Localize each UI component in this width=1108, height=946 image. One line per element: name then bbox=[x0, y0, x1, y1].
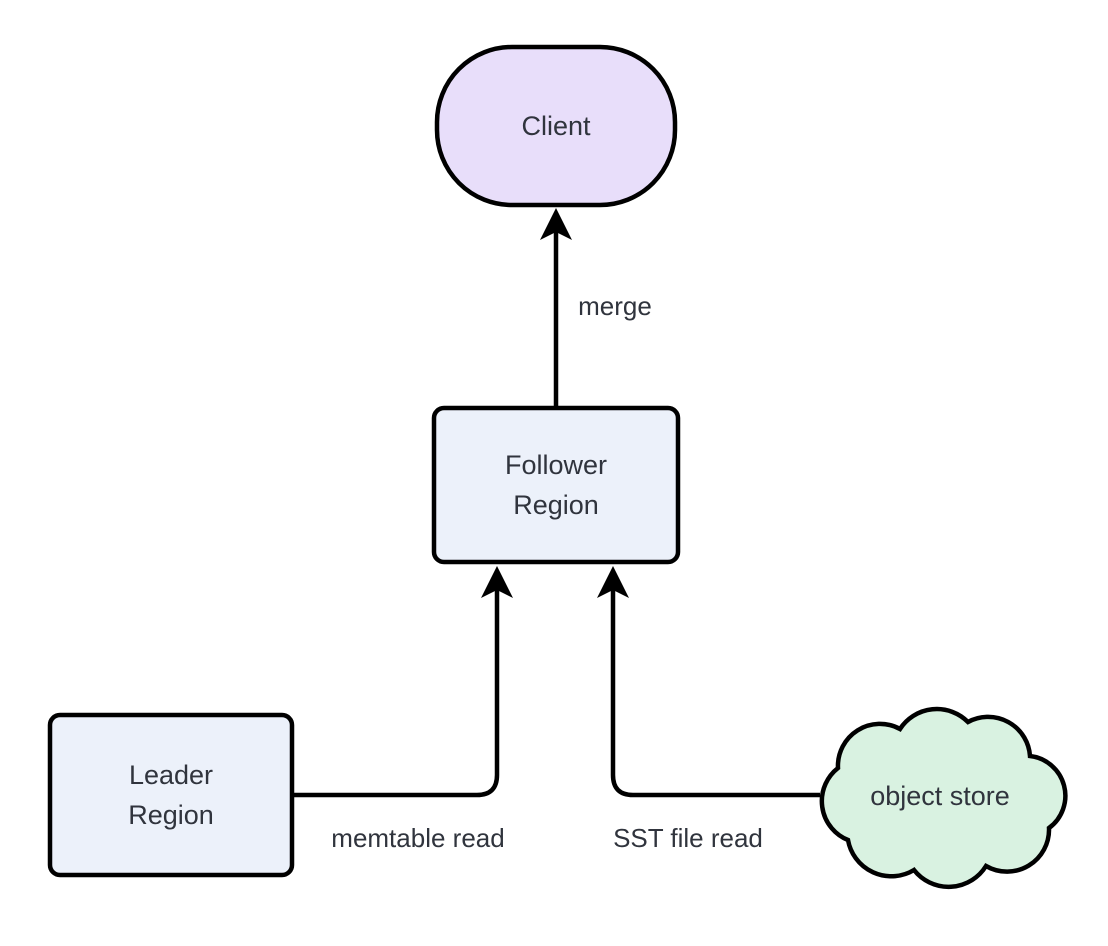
leader-region-label-line2: Region bbox=[128, 800, 214, 830]
node-follower-region[interactable]: Follower Region bbox=[431, 405, 681, 565]
follower-region-label-line1: Follower bbox=[505, 450, 607, 480]
node-leader-region[interactable]: Leader Region bbox=[47, 712, 295, 878]
edge-follower-to-client bbox=[540, 208, 572, 408]
follower-region-shape[interactable] bbox=[431, 405, 681, 565]
edge-line-sst-file-read bbox=[610, 588, 820, 798]
object-store-shape[interactable] bbox=[819, 706, 1068, 890]
node-object-store[interactable]: object store bbox=[819, 706, 1068, 890]
edge-label-merge: merge bbox=[578, 291, 652, 321]
arrowhead-sst-file-read bbox=[597, 566, 629, 598]
leader-region-shape[interactable] bbox=[47, 712, 295, 878]
arrowhead-memtable-read bbox=[481, 566, 513, 598]
client-label: Client bbox=[521, 111, 591, 141]
edge-label-sst-file-read: SST file read bbox=[613, 823, 763, 853]
leader-region-label-line1: Leader bbox=[129, 760, 213, 790]
edge-label-memtable-read: memtable read bbox=[331, 823, 504, 853]
edge-line-memtable-read bbox=[292, 588, 500, 798]
arrowhead-merge bbox=[540, 208, 572, 240]
edge-objectstore-to-follower bbox=[597, 566, 820, 798]
edge-leader-to-follower bbox=[292, 566, 513, 798]
follower-region-label-line2: Region bbox=[513, 490, 599, 520]
object-store-label: object store bbox=[870, 781, 1010, 811]
client-shape[interactable] bbox=[434, 44, 678, 208]
node-client[interactable]: Client bbox=[434, 44, 678, 208]
